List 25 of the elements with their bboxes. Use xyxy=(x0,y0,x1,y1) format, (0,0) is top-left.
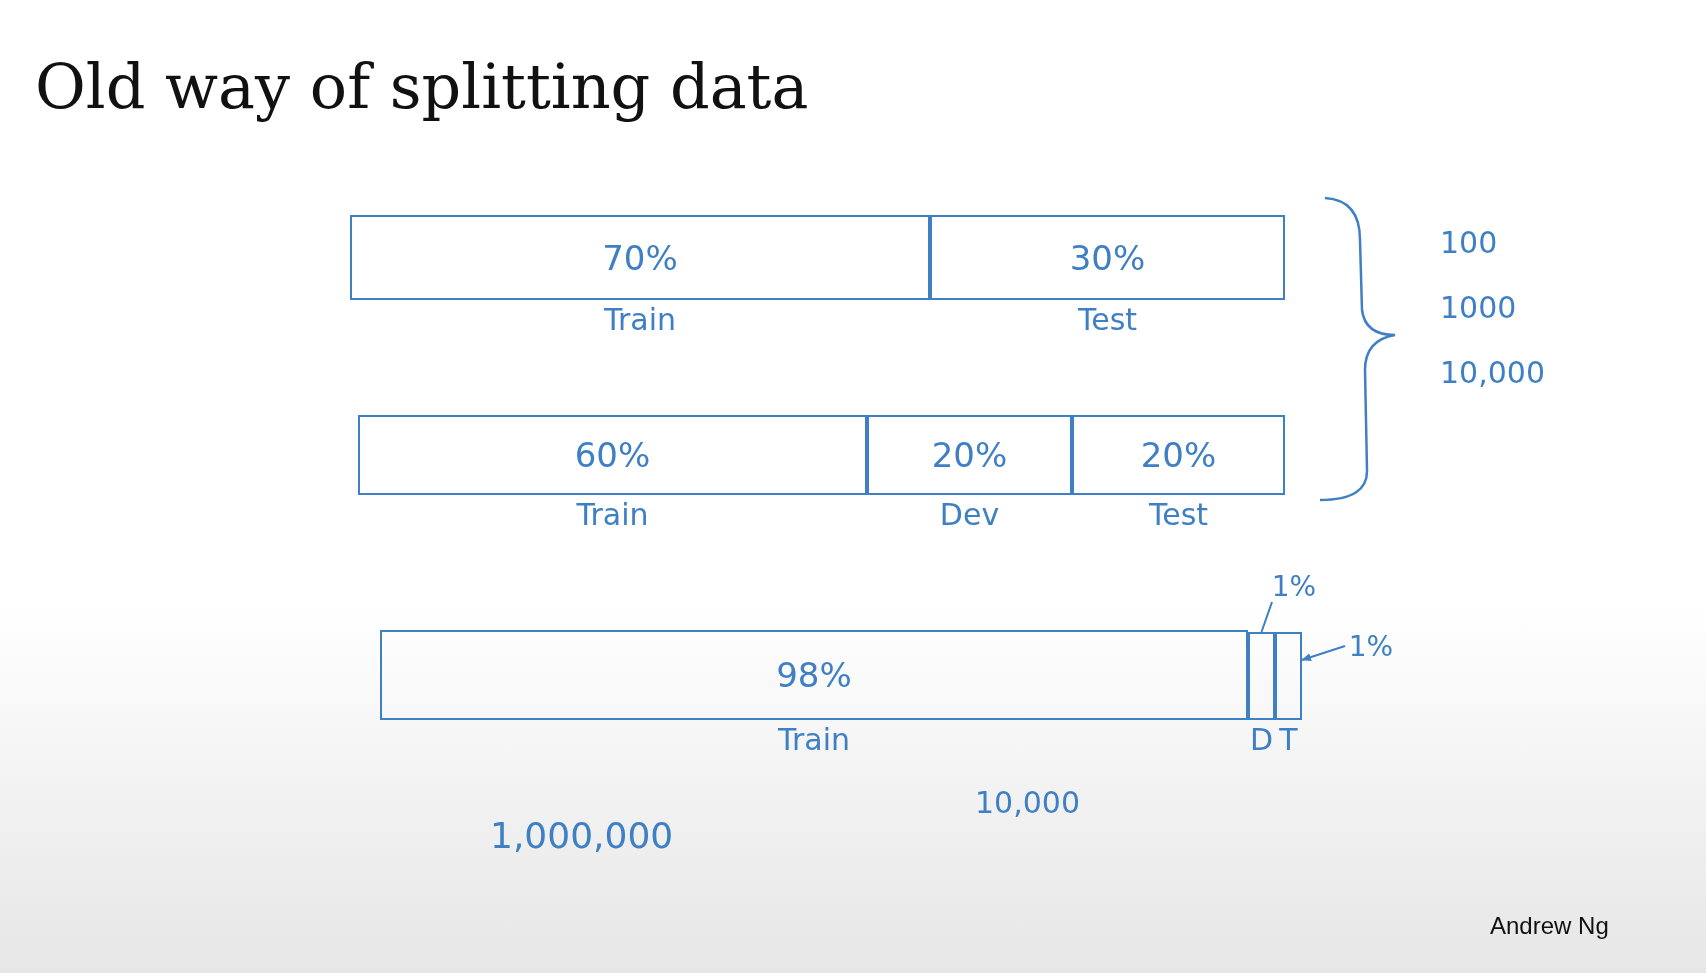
segment-caption: D xyxy=(1250,722,1273,757)
dataset-size: 100 xyxy=(1440,225,1498,260)
segment-caption: Test xyxy=(1076,302,1139,337)
leader-line xyxy=(1260,601,1273,633)
segment-caption: T xyxy=(1278,722,1299,757)
segment-caption: Test xyxy=(1147,497,1210,532)
dataset-size: 1,000,000 xyxy=(490,815,674,856)
percent-value: 20% xyxy=(931,435,1008,475)
percent-label: 1% xyxy=(1271,569,1317,603)
segment-caption: Train xyxy=(575,497,650,532)
segment-caption: Train xyxy=(603,302,677,337)
author-credit: Andrew Ng xyxy=(1490,912,1609,940)
percent-value: 30% xyxy=(1069,237,1146,278)
percent-value: 98% xyxy=(776,655,852,695)
dataset-size: 1000 xyxy=(1440,290,1517,325)
leader-line xyxy=(1301,645,1346,661)
percent-value: 60% xyxy=(574,435,651,475)
percent-value: 70% xyxy=(602,237,678,278)
percent-value: 20% xyxy=(1140,435,1217,475)
dataset-size: 10,000 xyxy=(975,785,1080,820)
segment-caption: Train xyxy=(777,722,851,757)
slide-title: Old way of splitting data xyxy=(35,50,809,123)
percent-label: 1% xyxy=(1348,629,1394,663)
segment-caption: Dev xyxy=(938,497,1001,532)
dataset-size: 10,000 xyxy=(1440,355,1545,390)
